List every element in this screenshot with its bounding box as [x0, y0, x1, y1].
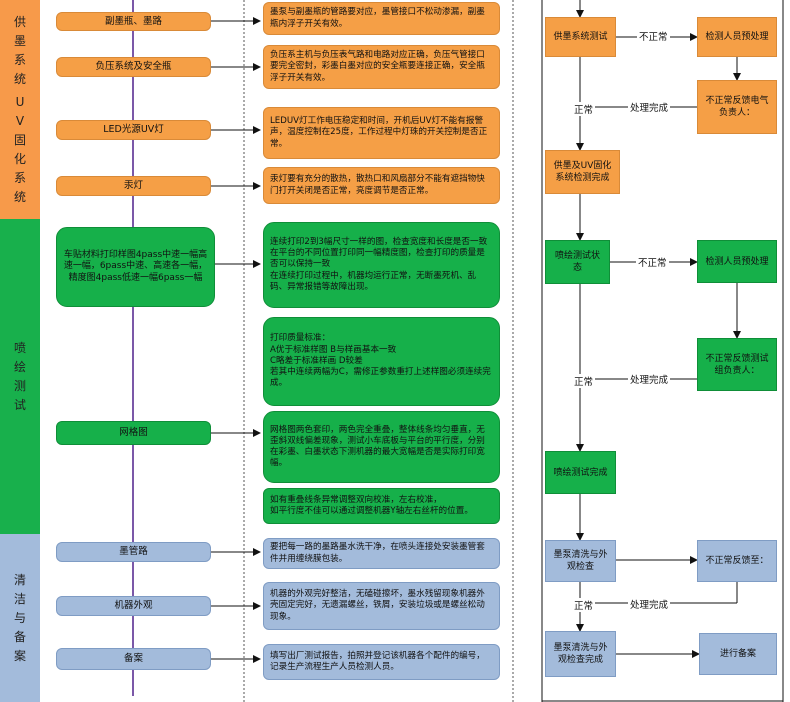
flow-label-not-normal-2: 不正常: [636, 255, 669, 269]
desc-led-uv-lamp: LEDUV灯工作电压稳定和时间，开机后UV灯不能有报警声，温度控制在25度，工作…: [263, 107, 500, 159]
step-ink-bottle[interactable]: 副墨瓶、墨路: [56, 12, 211, 31]
desc-ink-bottle: 墨泵与副墨瓶的管路要对应，墨管接口不松动渗漏，副墨瓶内浮子开关有效。: [263, 2, 500, 35]
step-archive[interactable]: 备案: [56, 648, 211, 670]
flow-label-normal-1: 正常: [572, 102, 596, 116]
flow-label-done-2: 处理完成: [628, 372, 671, 386]
step-ink-line[interactable]: 墨管路: [56, 542, 211, 562]
step-machine-appearance[interactable]: 机器外观: [56, 596, 211, 616]
flow-label-not-normal-1: 不正常: [637, 29, 670, 43]
flow-archive[interactable]: 进行备案: [699, 633, 777, 675]
desc-print-quality: 打印质量标准： A优于标准样图 B与样画基本一致 C略差于标准样画 D较差 若其…: [263, 317, 500, 406]
flow-feedback-electrical[interactable]: 不正常反馈电气负责人：: [697, 80, 777, 134]
desc-archive: 填写出厂测试报告，拍照并登记该机器各个配件的编号，记录生产流程生产人员检测人员。: [263, 644, 500, 680]
flow-feedback-to[interactable]: 不正常反馈至：: [697, 540, 777, 582]
desc-negative-pressure: 负压系主机与负压表气路和电路对应正确，负压气管接口要完全密封，彩墨白墨对应的安全…: [263, 45, 500, 89]
section-band-print-test: 喷 绘 测 试: [0, 219, 40, 534]
flow-inspector-handle-2[interactable]: 检测人员预处理: [697, 240, 777, 283]
step-led-uv-lamp[interactable]: LED光源UV灯: [56, 120, 211, 140]
desc-machine-appearance: 机器的外观完好整洁，无磕碰擦坏，墨水残留现象机器外壳固定完好，无遗漏螺丝，铁屑，…: [263, 582, 500, 630]
flow-clean-check[interactable]: 墨泵清洗与外观检查: [545, 540, 616, 582]
flow-feedback-test-group[interactable]: 不正常反馈测试组负责人：: [697, 338, 777, 391]
flow-label-normal-3: 正常: [572, 598, 596, 612]
section-band-ink-uv: 供 墨 系 统 U V 固 化 系 统: [0, 0, 40, 219]
flow-print-test-status[interactable]: 喷绘测试状态: [545, 240, 610, 284]
desc-continuous-print: 连续打印2到3幅尺寸一样的图，检查宽度和长度是否一致在平台的不同位置打印同一幅精…: [263, 222, 500, 308]
step-grid-pattern[interactable]: 网格图: [56, 421, 211, 445]
step-mercury-lamp[interactable]: 汞灯: [56, 176, 211, 196]
flow-ink-system-test[interactable]: 供墨系统测试: [545, 17, 616, 57]
flow-print-test-done[interactable]: 喷绘测试完成: [545, 451, 616, 494]
desc-grid-pattern: 网格图两色套印，两色完全重叠，整体线条均匀垂直，无歪斜双线偏差现象，测试小车底板…: [263, 411, 500, 483]
step-negative-pressure[interactable]: 负压系统及安全瓶: [56, 57, 211, 77]
step-vehicle-sticker-print[interactable]: 车贴材料打印样图4pass中速一幅高速一幅，6pass中速、高速各一幅，精度图4…: [56, 227, 215, 307]
section-band-clean-archive: 清 洁 与 备 案: [0, 534, 40, 702]
desc-calibration: 如有重叠线条异常调整双向校准，左右校准， 如平行度不佳可以通过调整机器Y轴左右丝…: [263, 488, 500, 524]
desc-ink-line: 要把每一路的墨路墨水洗干净，在喷头连接处安装墨管套件并用缠绕膜包装。: [263, 538, 500, 569]
flow-clean-check-done[interactable]: 墨泵清洗与外观检查完成: [545, 631, 616, 677]
flow-label-normal-2: 正常: [572, 374, 596, 388]
flow-label-done-3: 处理完成: [628, 597, 671, 611]
flow-inspector-handle-1[interactable]: 检测人员预处理: [697, 17, 777, 57]
flow-label-done-1: 处理完成: [628, 100, 671, 114]
flow-ink-uv-done[interactable]: 供墨及UV固化系统检测完成: [545, 150, 620, 194]
desc-mercury-lamp: 汞灯要有充分的散热，散热口和风扇部分不能有遮挡物快门打开关闭是否正常，亮度调节是…: [263, 167, 500, 204]
